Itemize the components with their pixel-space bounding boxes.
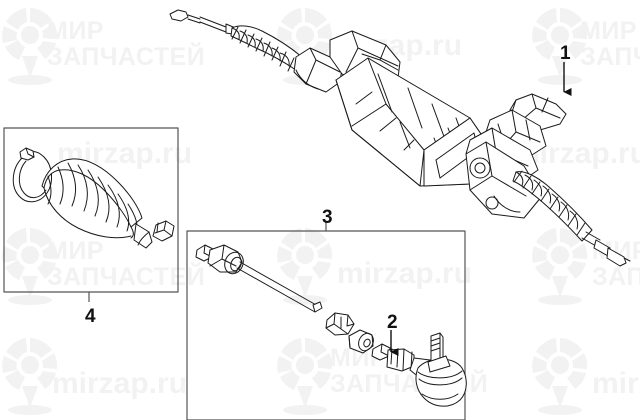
boot-clip (152, 220, 175, 242)
ball-joint-housing (415, 332, 467, 407)
rack-bellows-right (512, 170, 593, 242)
tie-rod-shaft (236, 261, 323, 313)
rack-rod-right (581, 231, 631, 267)
inset-box-bellows-kit (3, 127, 179, 293)
steering-rack-housing (169, 9, 631, 267)
watermark-text-brand-3: МИР ЗАПЧ (580, 17, 640, 72)
callout-4-label: 4 (85, 306, 96, 327)
outer-tie-rod-end (371, 332, 467, 407)
rack-bellows-left (230, 25, 303, 72)
bellows-boot-kit (12, 147, 175, 249)
inner-tie-rod-socket (195, 244, 244, 275)
watermark-text-site-6: mirzap.ru (337, 257, 473, 290)
tie-rod-assembly (195, 244, 467, 407)
rack-housing-left-collar (293, 47, 343, 93)
callout-3-label: 3 (322, 207, 333, 228)
rack-housing-right (465, 141, 543, 219)
clamp-ring (12, 147, 52, 203)
watermark-text-brand-1: МИР ЗАПЧАСТЕЙ (47, 17, 206, 72)
callout-1-label: 1 (560, 43, 571, 64)
bellows-boot (41, 158, 153, 249)
spacer-bushing (348, 329, 374, 354)
watermark-text-site-5: mirzap.ru (592, 367, 640, 400)
jam-nut (325, 312, 355, 336)
callout-2-label: 2 (387, 312, 398, 333)
watermark-text-site-4: mirzap.ru (52, 367, 188, 400)
